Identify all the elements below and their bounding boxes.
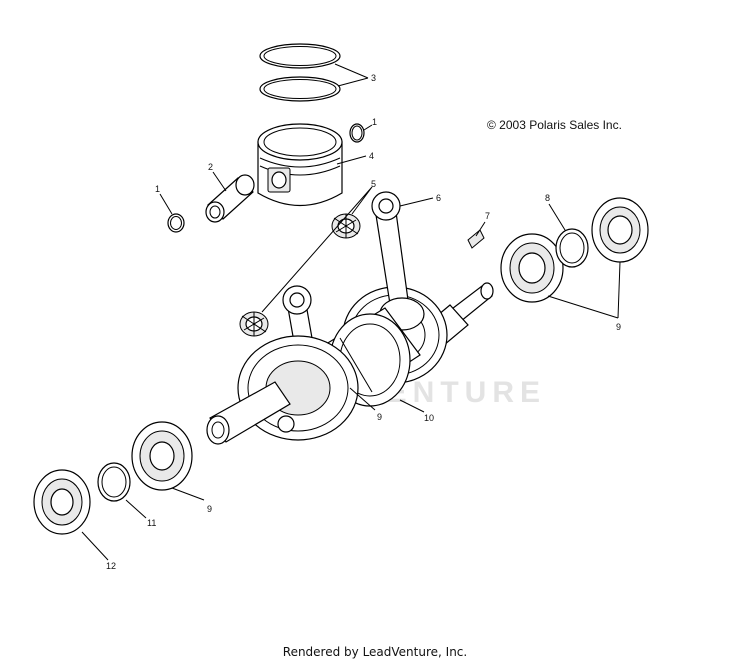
- callout-4: 4: [369, 151, 374, 161]
- callout-9-left: 9: [207, 504, 212, 514]
- spacer-ring-left: [97, 462, 131, 502]
- seal-right-outer: [591, 197, 649, 263]
- circlip-top: [349, 123, 365, 143]
- callout-8: 8: [545, 193, 550, 203]
- callout-2: 2: [208, 162, 213, 172]
- copyright-text: © 2003 Polaris Sales Inc.: [487, 118, 622, 132]
- callout-5: 5: [371, 179, 376, 189]
- piston: [257, 123, 343, 207]
- footer-credit: Rendered by LeadVenture, Inc.: [282, 645, 468, 659]
- wrist-pin: [205, 174, 255, 223]
- circlip-left: [167, 213, 185, 233]
- woodruff-key: [467, 229, 485, 249]
- seal-left: [33, 469, 91, 535]
- callout-1-left: 1: [155, 184, 160, 194]
- callout-3: 3: [371, 73, 376, 83]
- callout-9-center: 9: [377, 412, 382, 422]
- piston-rings: [259, 43, 341, 102]
- bearing-right-inner: [500, 233, 564, 303]
- spacer-ring-right: [555, 228, 589, 268]
- needle-bearing-upper: [331, 213, 361, 239]
- callout-12: 12: [106, 561, 116, 571]
- leader-lines: [81, 63, 621, 561]
- bearing-left: [131, 421, 193, 491]
- callout-6: 6: [436, 193, 441, 203]
- callout-7: 7: [485, 211, 490, 221]
- needle-bearing-lower: [239, 311, 269, 337]
- callout-9-right: 9: [616, 322, 621, 332]
- callout-11: 11: [147, 518, 156, 528]
- callout-10: 10: [424, 413, 434, 423]
- callout-1-top: 1: [372, 117, 377, 127]
- crankshaft-left-shaft: [206, 381, 291, 445]
